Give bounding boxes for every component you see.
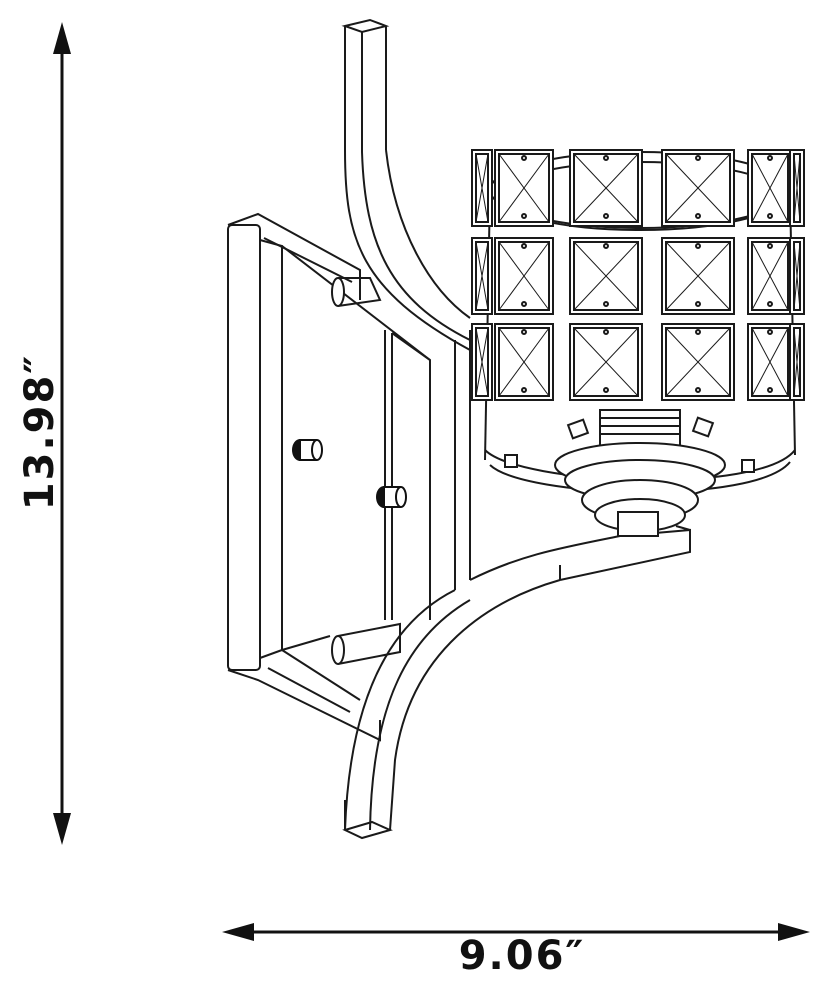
crystal-panel xyxy=(569,149,643,227)
crystal-panel xyxy=(471,149,493,227)
crystal-panel xyxy=(471,323,493,401)
crystal-panel xyxy=(789,237,805,315)
crystal-panel xyxy=(747,323,793,401)
crystal-panel xyxy=(569,323,643,401)
mounting-screw-bottom xyxy=(376,486,407,508)
crystal-panel xyxy=(494,149,554,227)
curved-arm xyxy=(341,18,691,840)
crystal-panels xyxy=(471,149,805,401)
crystal-panel xyxy=(661,237,735,315)
width-dimension-label: 9.06″ xyxy=(458,933,586,979)
mounting-screw-top xyxy=(292,439,323,461)
mounting-post-bottom xyxy=(331,622,401,665)
crystal-panel xyxy=(747,237,793,315)
bulb-socket-cup xyxy=(554,409,726,537)
height-dimension-label: 13.98″ xyxy=(17,353,63,511)
height-dimension-line xyxy=(53,22,71,845)
shade-bracket-tabs xyxy=(504,416,755,473)
crystal-panel xyxy=(789,323,805,401)
crystal-panel xyxy=(494,237,554,315)
crystal-panel xyxy=(747,149,793,227)
crystal-panel xyxy=(569,237,643,315)
crystal-panel xyxy=(494,323,554,401)
mounting-post-top xyxy=(331,277,382,307)
crystal-panel xyxy=(661,149,735,227)
crystal-panel xyxy=(471,237,493,315)
width-dimension-line xyxy=(222,923,810,941)
wall-backplate xyxy=(227,212,431,742)
crystal-panel xyxy=(789,149,805,227)
crystal-panel xyxy=(661,323,735,401)
